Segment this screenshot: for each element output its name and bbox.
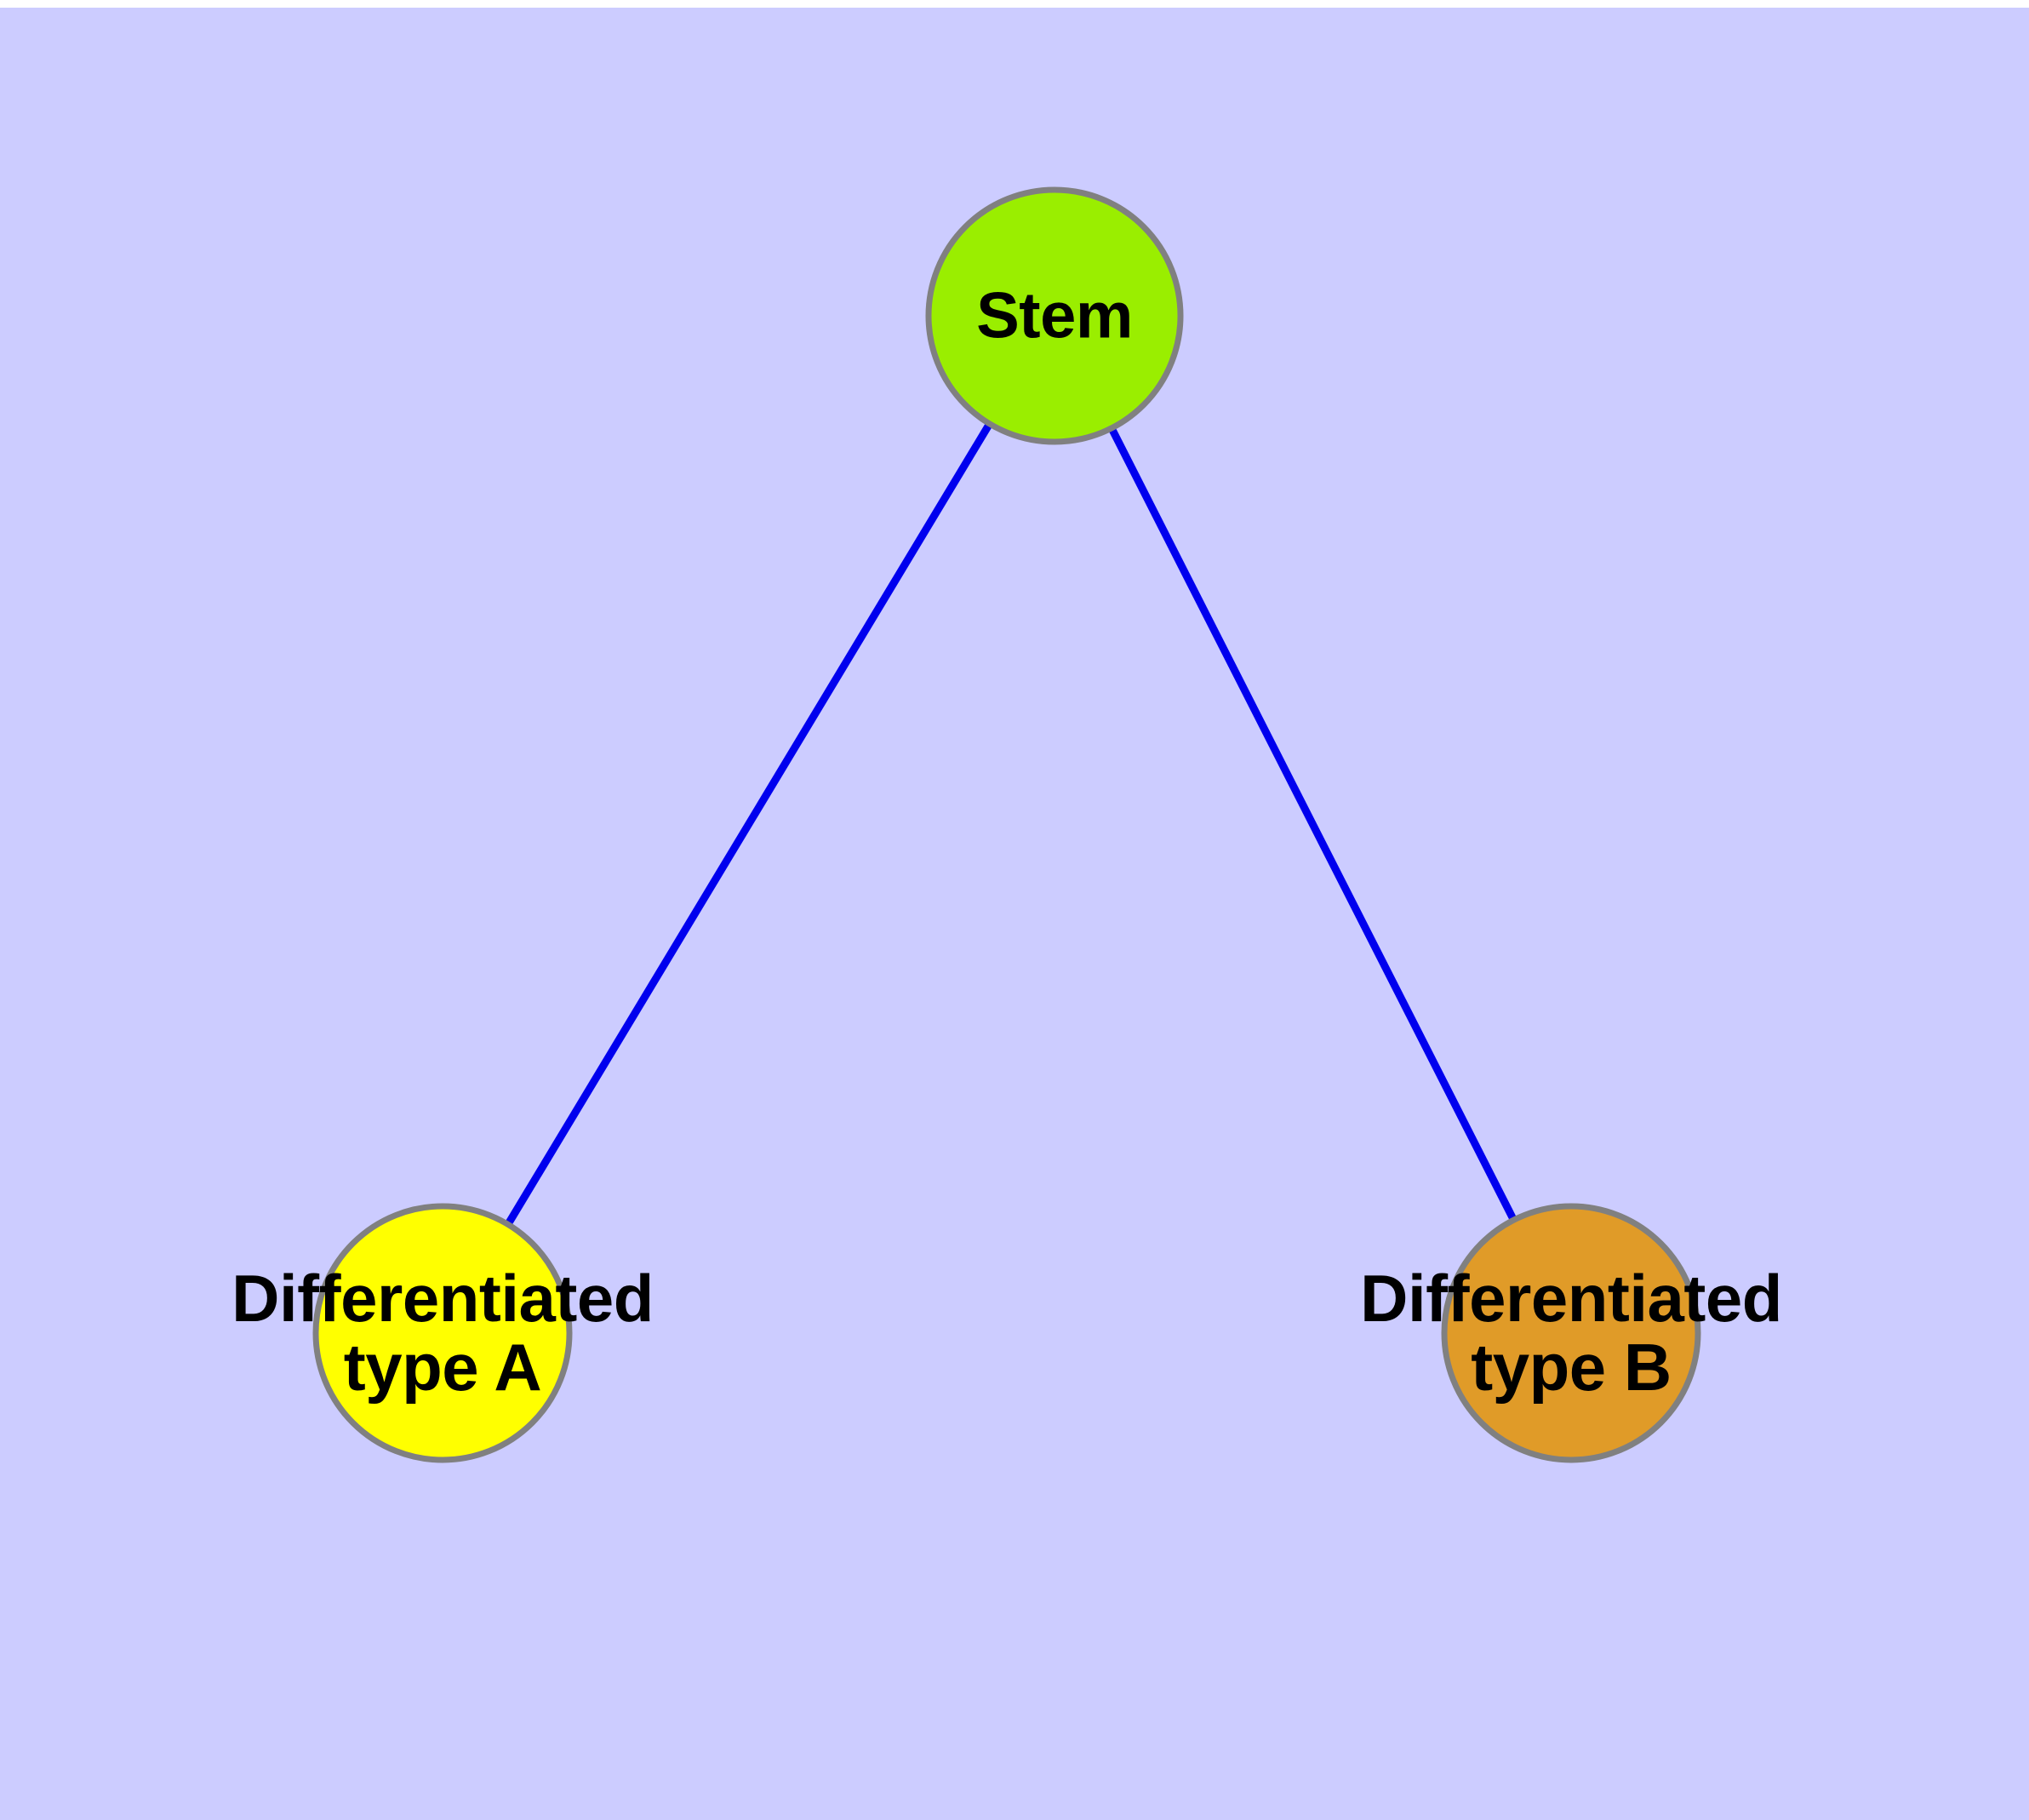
edge-stem-diff-b[interactable] (1050, 313, 1575, 1336)
node-circle-diff-b[interactable] (1441, 1203, 1701, 1463)
node-circle-stem[interactable] (925, 186, 1184, 445)
node-circle-diff-a[interactable] (312, 1203, 573, 1463)
node-layer (312, 186, 1701, 1463)
edge-stem-diff-a[interactable] (439, 313, 1058, 1336)
edge-layer (439, 313, 1575, 1336)
